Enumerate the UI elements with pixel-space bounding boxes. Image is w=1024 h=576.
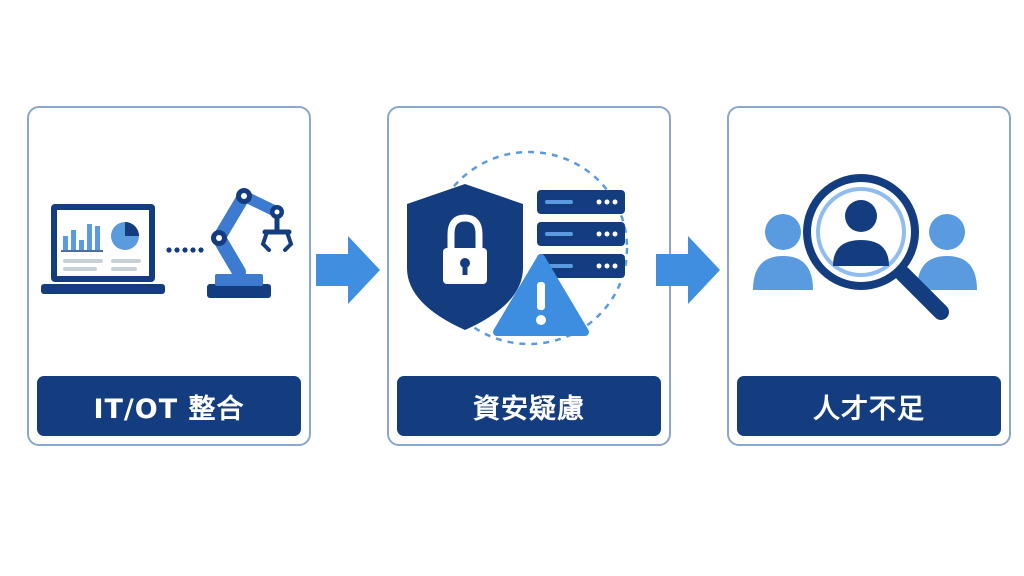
step-card-security: 資安疑慮	[387, 106, 671, 446]
arrow-right-icon	[656, 236, 720, 304]
step-card-it-ot: IT/OT 整合	[27, 106, 311, 446]
server-rack-icon	[537, 190, 625, 278]
step-label: 人才不足	[737, 376, 1001, 436]
talent-illustration	[753, 174, 977, 320]
connection-dots	[166, 247, 204, 253]
it-ot-illustration	[41, 188, 294, 298]
arrow-right-icon	[316, 236, 380, 304]
robot-arm-icon	[207, 188, 294, 298]
warning-icon	[493, 254, 589, 336]
step-label: IT/OT 整合	[37, 376, 301, 436]
step-card-talent: 人才不足	[727, 106, 1011, 446]
magnifier-person-icon	[803, 174, 949, 320]
laptop-dashboard-icon	[41, 204, 165, 294]
step-label: 資安疑慮	[397, 376, 661, 436]
security-illustration	[407, 150, 629, 346]
shield-lock-icon	[407, 184, 523, 330]
people-icon	[753, 214, 977, 290]
